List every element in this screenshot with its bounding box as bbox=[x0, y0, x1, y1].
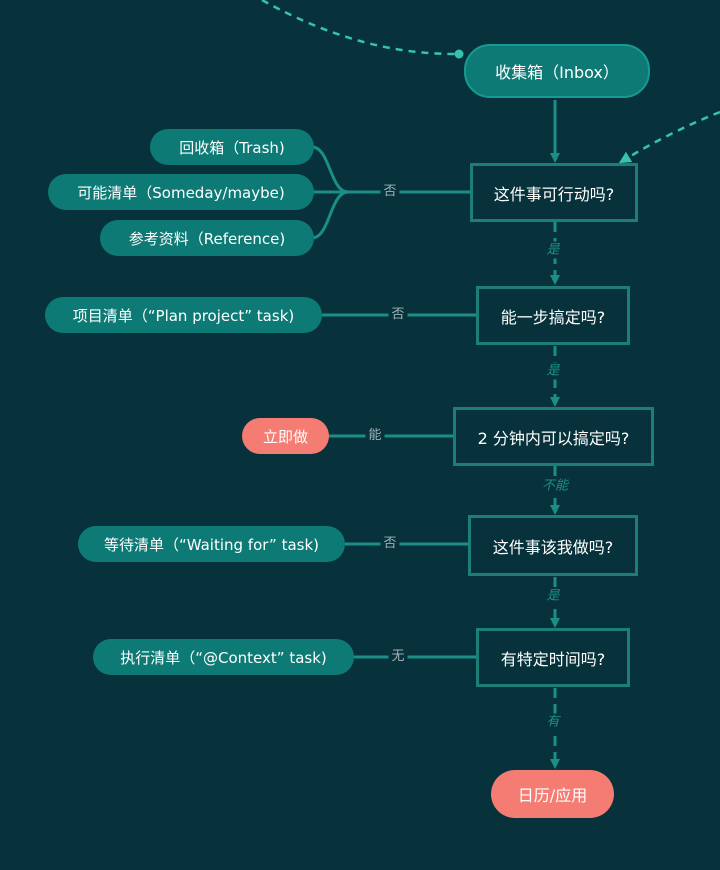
label-myjob-yes: 是 bbox=[546, 587, 560, 605]
project-node[interactable]: 项目清单（“Plan project” task) bbox=[45, 297, 322, 333]
dashed-arc-dot bbox=[454, 49, 464, 59]
branch-reference bbox=[311, 190, 349, 240]
label-twomin-cannot: 不能 bbox=[541, 477, 569, 495]
reference-node[interactable]: 参考资料（Reference) bbox=[100, 220, 314, 256]
someday-node[interactable]: 可能清单（Someday/maybe) bbox=[48, 174, 314, 210]
label-twomin-can: 能 bbox=[365, 428, 385, 444]
label-onestep-no: 否 bbox=[388, 307, 408, 323]
inbox-node[interactable]: 收集箱（Inbox） bbox=[464, 44, 650, 98]
question-one-step[interactable]: 能一步搞定吗? bbox=[476, 286, 630, 345]
branch-trash bbox=[311, 145, 349, 194]
label-actionable-no: 否 bbox=[380, 184, 400, 200]
trash-node[interactable]: 回收箱（Trash) bbox=[150, 129, 314, 165]
dashed-arc-right bbox=[618, 110, 720, 164]
dashed-arc-top bbox=[261, 0, 459, 56]
question-specific-time[interactable]: 有特定时间吗? bbox=[476, 628, 630, 687]
label-time-has: 有 bbox=[546, 713, 560, 731]
question-my-job[interactable]: 这件事该我做吗? bbox=[468, 515, 638, 576]
label-time-none: 无 bbox=[388, 649, 408, 665]
label-myjob-no: 否 bbox=[380, 536, 400, 552]
question-actionable[interactable]: 这件事可行动吗? bbox=[470, 163, 638, 222]
calendar-node[interactable]: 日历/应用 bbox=[491, 770, 614, 818]
question-two-minutes[interactable]: 2 分钟内可以搞定吗? bbox=[453, 407, 654, 466]
label-actionable-yes: 是 bbox=[546, 241, 560, 259]
label-onestep-yes: 是 bbox=[546, 362, 560, 380]
context-node[interactable]: 执行清单（“@Context” task) bbox=[93, 639, 354, 675]
do-now-node[interactable]: 立即做 bbox=[242, 418, 329, 454]
waiting-node[interactable]: 等待清单（“Waiting for” task) bbox=[78, 526, 345, 562]
